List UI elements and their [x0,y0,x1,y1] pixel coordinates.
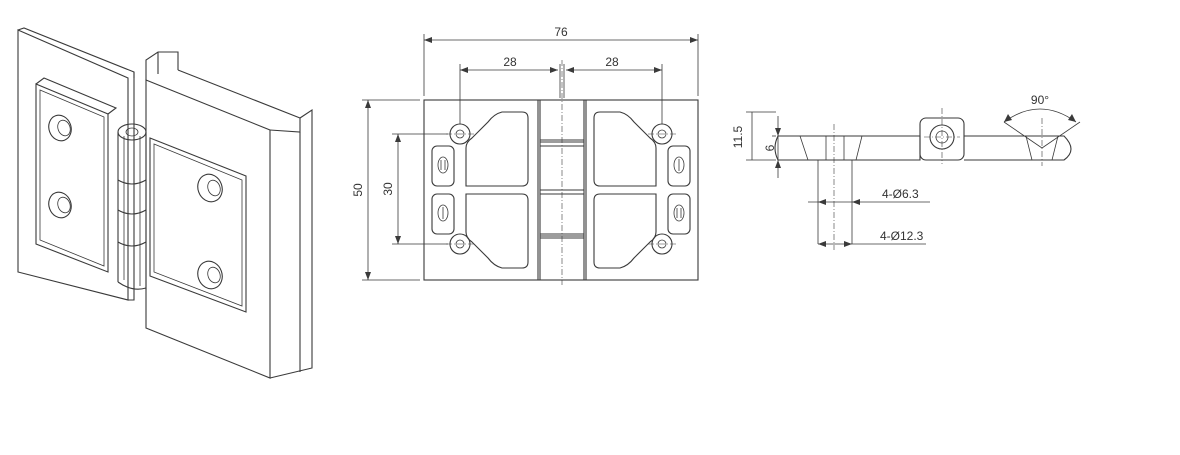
left-leaf [35,83,109,273]
left-leaf-bevel [39,89,105,267]
left-leaf-top [35,77,118,115]
right-leaf-bevel [153,143,243,307]
side-left-chamfer [799,135,863,161]
left-wing-inner-edge [128,72,135,301]
right-leaf [149,137,247,313]
isometric-view [17,27,313,379]
front-right-pockets [593,111,691,269]
left-wing-top-edge [17,27,135,78]
side-hole-lines [817,124,853,250]
front-knuckle [537,60,587,285]
front-outline [423,99,699,281]
front-mounting-holes [446,123,676,255]
side-dimensions [746,108,1081,247]
dim-hole-diameter: 4-Ø6.3 [882,187,919,201]
dim-overall-width: 76 [554,25,568,39]
dim-hole-pitch-left: 28 [503,55,517,69]
right-wing-top-lip [145,51,179,80]
side-right-leaf [964,135,1072,161]
right-wing-plate [145,79,271,379]
side-view: 11.5 6 4-Ø6.3 4-Ø12.3 90° [731,93,1081,250]
left-leaf-holes [48,114,72,219]
dim-side-thickness: 11.5 [731,125,745,148]
front-left-pockets [431,111,529,269]
dim-hole-vertical-pitch: 30 [381,182,395,196]
side-right-chamfer [1025,135,1059,161]
hinge-knuckle [117,123,147,290]
right-wing-side [269,108,313,379]
front-dimensions [362,34,699,281]
front-view: 76 28 28 50 30 [351,25,699,285]
dim-hole-pitch-right: 28 [605,55,619,69]
left-wing-plate [17,29,129,301]
right-wing-top-edge [177,69,301,133]
dim-overall-height: 50 [351,183,365,197]
dim-plate-thickness: 6 [763,144,777,151]
dim-opening-angle: 90° [1031,93,1049,107]
side-knuckle [919,108,965,164]
side-left-leaf [774,135,921,161]
dim-counterbore-diameter: 4-Ø12.3 [880,229,924,243]
right-leaf-holes [197,173,223,290]
